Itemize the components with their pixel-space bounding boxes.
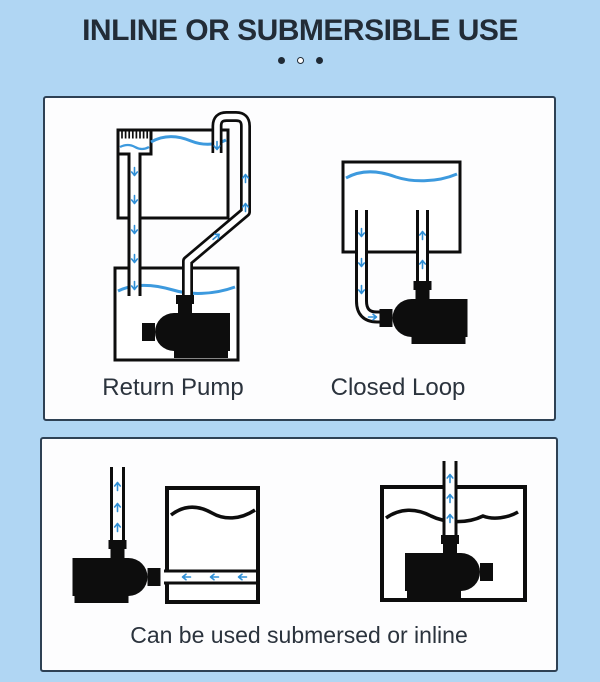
inline-pump bbox=[72, 540, 161, 603]
closed-loop-pump bbox=[379, 281, 468, 344]
return-pump-diagram bbox=[113, 111, 251, 362]
overflow-box bbox=[116, 128, 153, 156]
carousel-dot-2[interactable] bbox=[296, 57, 304, 64]
closed-loop-water-line bbox=[345, 170, 458, 183]
page-title: INLINE OR SUBMERSIBLE USE bbox=[82, 14, 518, 47]
carousel-dot-1[interactable] bbox=[277, 57, 285, 64]
closed-loop-diagram bbox=[341, 160, 468, 344]
inline-tank bbox=[165, 486, 260, 604]
drain-standpipe bbox=[127, 151, 142, 297]
inline-pump-diagram bbox=[72, 467, 260, 604]
return-pump-label: Return Pump bbox=[102, 374, 244, 401]
bottom-caption: Can be used submersed or inline bbox=[130, 622, 468, 648]
submersed-pump-diagram bbox=[380, 461, 527, 602]
inline-use-diagram-svg bbox=[113, 111, 468, 362]
submersed-inline-diagram-svg bbox=[72, 461, 527, 604]
carousel-dots bbox=[0, 57, 600, 64]
closed-loop-label: Closed Loop bbox=[330, 374, 466, 401]
bottom-panel: Can be used submersed or inline bbox=[40, 437, 558, 672]
inline-tank-water-line bbox=[169, 505, 256, 520]
overflow-comb-teeth bbox=[121, 131, 149, 139]
return-pipe bbox=[182, 111, 251, 301]
overflow-water-line bbox=[119, 143, 150, 151]
top-panel: Return Pump Closed Loop bbox=[43, 96, 556, 421]
carousel-dot-3[interactable] bbox=[315, 57, 323, 64]
